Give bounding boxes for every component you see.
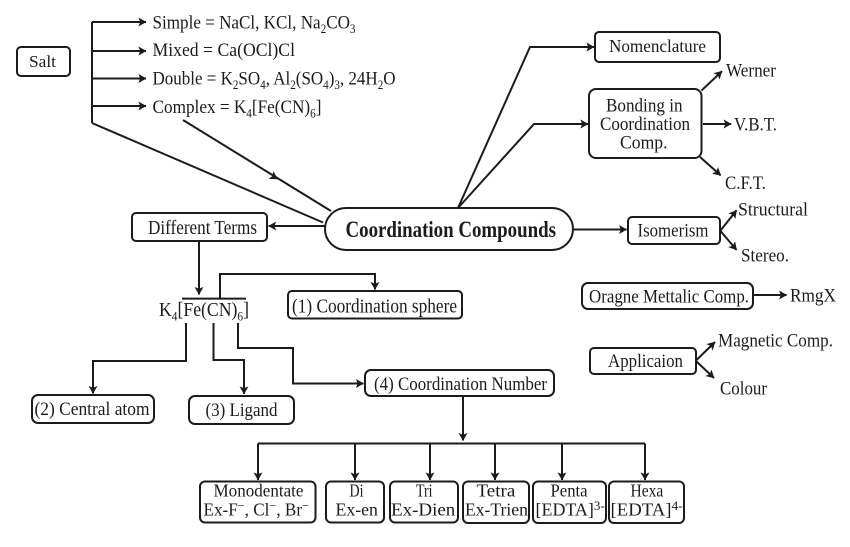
svg-text:(1) Coordination sphere: (1) Coordination sphere xyxy=(292,297,457,318)
svg-text:Di: Di xyxy=(350,481,364,501)
svg-text:Penta: Penta xyxy=(551,481,588,501)
svg-text:RmgX: RmgX xyxy=(790,286,836,307)
svg-text:Applicaion: Applicaion xyxy=(608,351,683,372)
svg-text:K4[Fe(CN)6]: K4[Fe(CN)6] xyxy=(159,300,249,323)
svg-text:Comp.: Comp. xyxy=(620,134,668,154)
svg-text:Tri: Tri xyxy=(416,481,433,501)
svg-text:Ex-Dien: Ex-Dien xyxy=(391,500,455,520)
svg-text:Complex = K4[Fe(CN)6]: Complex = K4[Fe(CN)6] xyxy=(153,97,322,120)
svg-text:Colour: Colour xyxy=(720,379,768,400)
svg-text:(4) Coordination Number: (4) Coordination Number xyxy=(374,374,548,395)
svg-text:Ex-F−, Cl−, Br−: Ex-F−, Cl−, Br− xyxy=(204,498,310,520)
svg-text:Double = K2SO4, Al2(SO4)3, 24H: Double = K2SO4, Al2(SO4)3, 24H2O xyxy=(153,69,396,92)
svg-text:(3) Ligand: (3) Ligand xyxy=(206,400,278,421)
svg-text:Bonding in: Bonding in xyxy=(606,97,683,117)
svg-text:Hexa: Hexa xyxy=(631,481,664,501)
svg-text:Coordination: Coordination xyxy=(600,115,690,135)
svg-text:Ex-en: Ex-en xyxy=(336,500,378,520)
svg-text:Monodentate: Monodentate xyxy=(214,481,304,501)
svg-text:Magnetic Comp.: Magnetic Comp. xyxy=(718,331,833,352)
svg-text:Oragne Mettalic Comp.: Oragne Mettalic Comp. xyxy=(589,287,749,308)
svg-text:Stereo.: Stereo. xyxy=(741,246,789,267)
svg-text:Different Terms: Different Terms xyxy=(148,218,257,239)
svg-text:Salt: Salt xyxy=(29,52,56,71)
svg-text:Structural: Structural xyxy=(738,200,808,221)
svg-text:Nomenclature: Nomenclature xyxy=(609,36,706,56)
svg-text:Isomerism: Isomerism xyxy=(638,222,710,242)
svg-text:Coordination Compounds: Coordination Compounds xyxy=(346,217,557,242)
svg-text:Werner: Werner xyxy=(726,61,777,82)
svg-text:V.B.T.: V.B.T. xyxy=(734,115,777,136)
svg-text:(2) Central atom: (2) Central atom xyxy=(35,399,150,420)
svg-text:Tetra: Tetra xyxy=(477,481,516,501)
svg-text:Ex-Trien: Ex-Trien xyxy=(465,500,528,520)
svg-text:Simple = NaCl, KCl, Na2CO3: Simple = NaCl, KCl, Na2CO3 xyxy=(153,13,356,36)
svg-text:C.F.T.: C.F.T. xyxy=(725,173,766,194)
svg-text:[EDTA]3-: [EDTA]3- xyxy=(536,498,605,520)
svg-text:Mixed = Ca(OCl)Cl: Mixed = Ca(OCl)Cl xyxy=(153,40,296,61)
svg-text:[EDTA]4-: [EDTA]4- xyxy=(611,498,683,520)
